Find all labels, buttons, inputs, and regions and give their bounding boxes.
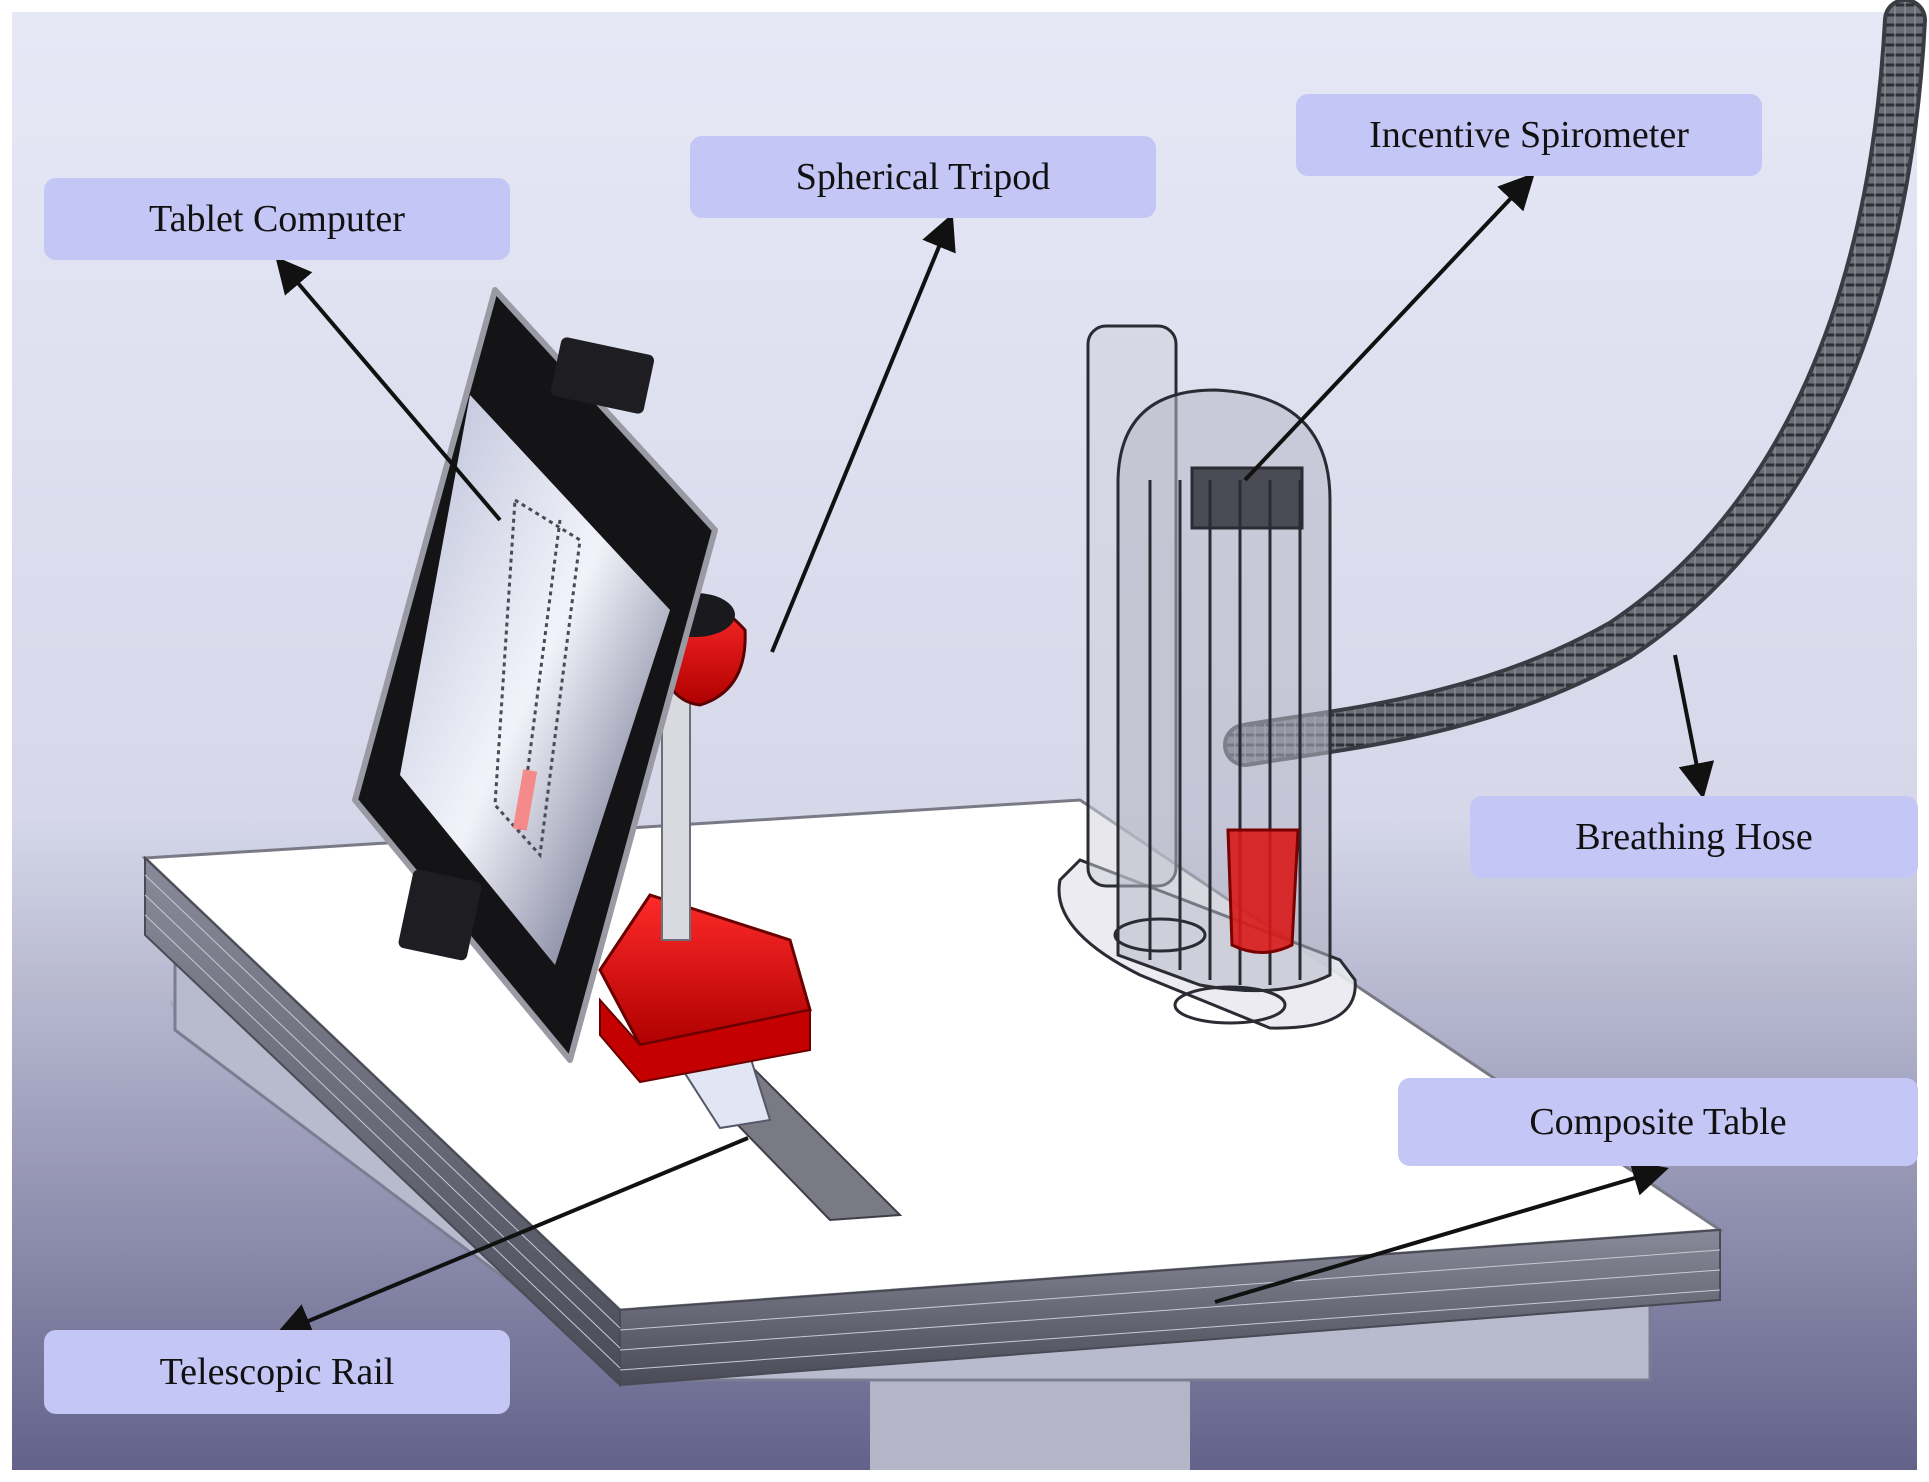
tablet-computer (352, 287, 718, 1063)
label-tablet-computer: Tablet Computer (44, 178, 510, 260)
incentive-spirometer (1057, 324, 1357, 1030)
arrow-tablet-computer (275, 256, 502, 522)
spirometer-red-chamber (1226, 828, 1300, 954)
label-incentive-spirometer: Incentive Spirometer (1296, 94, 1762, 176)
arrow-telescopic-rail (275, 1136, 749, 1338)
leader-arrows (275, 172, 1715, 1338)
label-spherical-tripod: Spherical Tripod (690, 136, 1156, 218)
arrow-composite-table (1214, 1160, 1669, 1304)
label-telescopic-rail: Telescopic Rail (44, 1330, 510, 1414)
arrow-breathing-hose (1673, 654, 1715, 800)
breathing-hose (1223, 0, 1927, 767)
label-breathing-hose: Breathing Hose (1470, 796, 1918, 878)
label-composite-table: Composite Table (1398, 1078, 1918, 1166)
arrow-incentive-spirometer (1243, 172, 1535, 482)
arrow-spherical-tripod (770, 213, 956, 653)
